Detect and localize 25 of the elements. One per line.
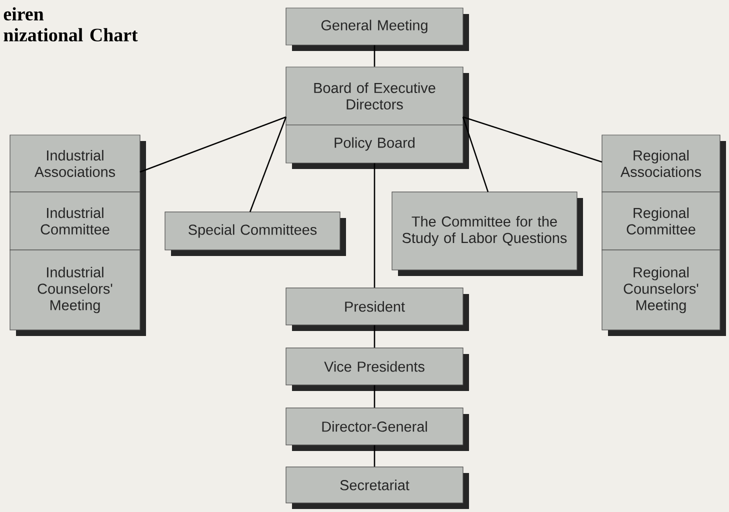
org-box: Board of Executive Directors bbox=[286, 66, 464, 126]
connector-line bbox=[462, 116, 489, 192]
org-box: Director-General bbox=[286, 408, 464, 446]
connector-line bbox=[374, 445, 376, 467]
connector-line bbox=[462, 116, 602, 163]
org-box: President bbox=[286, 288, 464, 326]
org-box: Industrial Committee bbox=[10, 192, 140, 250]
org-box: Secretariat bbox=[286, 466, 464, 504]
connector-line bbox=[140, 116, 286, 173]
org-box: Special Committees bbox=[164, 212, 340, 250]
org-box: Regional Counselors' Meeting bbox=[602, 250, 720, 330]
org-box: Policy Board bbox=[286, 124, 464, 164]
org-box: Regional Associations bbox=[602, 134, 720, 192]
connector-line bbox=[374, 325, 376, 348]
org-box: The Committee for the Study of Labor Questions bbox=[392, 192, 578, 270]
org-box: General Meeting bbox=[286, 8, 464, 46]
org-box: Regional Committee bbox=[602, 192, 720, 250]
connector-line bbox=[249, 116, 287, 212]
org-box: Industrial Associations bbox=[10, 134, 140, 192]
connector-line bbox=[374, 45, 376, 67]
connector-line bbox=[374, 163, 376, 288]
org-box: Vice Presidents bbox=[286, 348, 464, 386]
chart-title: eiren nizational Chart bbox=[4, 7, 138, 42]
connector-line bbox=[374, 385, 376, 408]
org-box: Industrial Counselors' Meeting bbox=[10, 250, 140, 330]
